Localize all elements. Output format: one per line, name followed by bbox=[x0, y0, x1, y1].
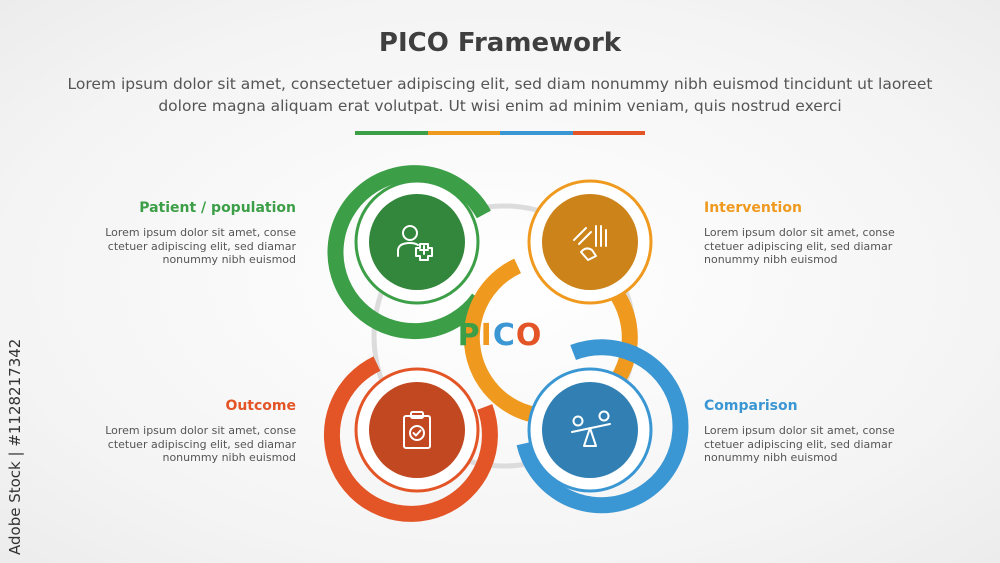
color-bar-red bbox=[572, 131, 645, 135]
arc-outcome bbox=[323, 356, 498, 522]
clipboard-check-icon bbox=[403, 411, 431, 449]
page-title: PICO Framework bbox=[378, 28, 622, 58]
node-patient bbox=[327, 165, 491, 340]
color-bar-orange bbox=[427, 131, 500, 135]
inner-circle-intervention bbox=[542, 194, 638, 290]
arc-patient bbox=[327, 165, 491, 340]
desc-comparison: Lorem ipsum dolor sit amet, conse ctetue… bbox=[704, 424, 895, 464]
center-letter-o: O bbox=[515, 318, 543, 353]
label-patient: Patient / population bbox=[139, 200, 296, 216]
node-comparison bbox=[516, 339, 689, 514]
center-letter-p: P bbox=[457, 318, 481, 353]
node-outcome bbox=[323, 356, 498, 522]
inner-circle-outcome bbox=[369, 382, 465, 478]
stock-watermark: Adobe Stock | #1128217342 bbox=[6, 338, 24, 555]
node-intervention bbox=[463, 179, 653, 425]
desc-patient: Lorem ipsum dolor sit amet, conse ctetue… bbox=[105, 226, 296, 266]
desc-intervention: Lorem ipsum dolor sit amet, conse ctetue… bbox=[704, 226, 895, 266]
arc-comparison bbox=[516, 339, 689, 514]
label-outcome: Outcome bbox=[225, 398, 296, 414]
center-letter-i: I bbox=[480, 318, 493, 353]
color-bar-green bbox=[355, 131, 428, 135]
label-comparison: Comparison bbox=[704, 398, 798, 414]
inner-circle-patient bbox=[369, 194, 465, 290]
hand-intervention-icon bbox=[573, 225, 607, 261]
patient-add-icon bbox=[397, 225, 433, 261]
center-letter-c: C bbox=[492, 318, 516, 353]
page-subtitle: Lorem ipsum dolor sit amet, consectetuer… bbox=[67, 75, 933, 115]
balance-scale-icon bbox=[571, 410, 611, 447]
center-word: PICO bbox=[440, 318, 560, 353]
color-bar bbox=[355, 131, 645, 135]
color-bar-blue bbox=[500, 131, 573, 135]
desc-outcome: Lorem ipsum dolor sit amet, conse ctetue… bbox=[105, 424, 296, 464]
label-intervention: Intervention bbox=[704, 200, 802, 216]
